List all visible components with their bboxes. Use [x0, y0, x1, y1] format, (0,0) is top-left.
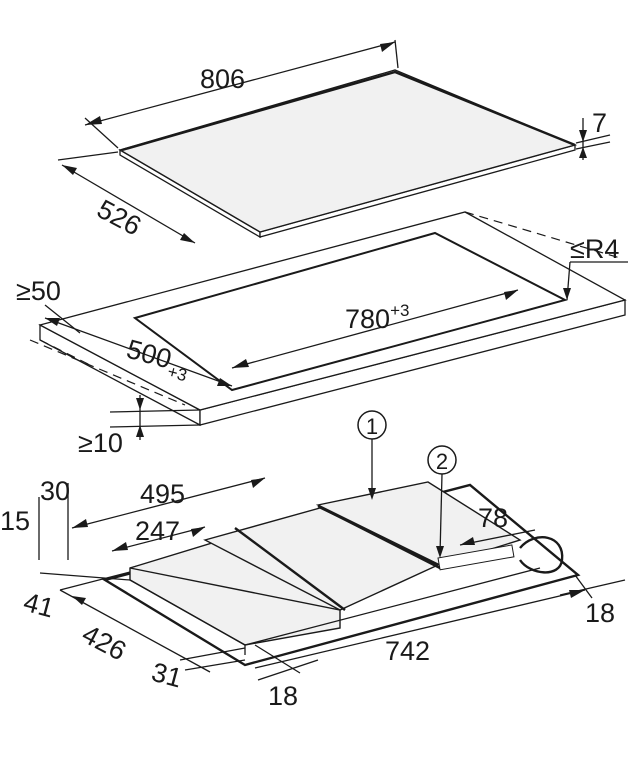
- svg-text:2: 2: [436, 449, 448, 474]
- svg-text:18: 18: [268, 681, 298, 711]
- svg-text:495: 495: [140, 479, 185, 509]
- dimension-78: 78: [459, 503, 536, 546]
- hob-glass-surface: [118, 69, 578, 233]
- dimension-780: 780+3: [231, 289, 519, 369]
- dimension-18-right: 18: [559, 574, 626, 628]
- dimension-worktop-thickness: ≥10: [78, 395, 201, 458]
- dimension-247: 247: [111, 516, 206, 552]
- hob-top-view: [118, 69, 578, 239]
- label-hob-depth: 526: [92, 194, 146, 242]
- dimension-806: 806: [84, 39, 399, 149]
- label-worktop-thickness: ≥10: [78, 428, 123, 458]
- dimension-742: 742: [254, 589, 586, 669]
- label-front-distance: ≥50: [16, 276, 61, 306]
- hob-underside: [101, 481, 581, 667]
- svg-text:426: 426: [77, 619, 131, 667]
- callout-1: 1: [357, 410, 387, 500]
- worktop-cutout: [29, 211, 627, 427]
- dimension-18-bottom: 18: [254, 644, 319, 711]
- label-hob-thickness: 7: [592, 108, 607, 138]
- callout-2: 2: [427, 445, 457, 558]
- dimension-7: 7: [575, 108, 611, 160]
- label-corner-radius: ≤R4: [570, 234, 619, 264]
- svg-text:742: 742: [385, 636, 430, 666]
- dimension-495: 495: [71, 477, 266, 529]
- hob-rim: [121, 70, 576, 152]
- svg-text:41: 41: [20, 587, 57, 624]
- svg-text:1: 1: [366, 414, 378, 439]
- dimension-front-distance: ≥50: [16, 276, 81, 334]
- dimension-31: 31: [148, 647, 246, 694]
- label-dim-30: 30: [40, 476, 70, 506]
- dimension-500: 500+3: [44, 317, 233, 387]
- svg-text:247: 247: [135, 516, 180, 546]
- label-hob-width: 806: [200, 64, 245, 94]
- label-cutout-width: 780+3: [345, 301, 409, 334]
- dimension-corner-radius: ≤R4: [563, 234, 628, 301]
- cutout-opening: [132, 231, 568, 392]
- component-2: [437, 544, 515, 571]
- svg-text:31: 31: [148, 657, 185, 694]
- zone-middle: [203, 507, 440, 611]
- svg-text:78: 78: [478, 503, 508, 533]
- label-dim-15: 15: [0, 506, 30, 536]
- cable-loop: [519, 536, 564, 574]
- svg-text:18: 18: [585, 598, 615, 628]
